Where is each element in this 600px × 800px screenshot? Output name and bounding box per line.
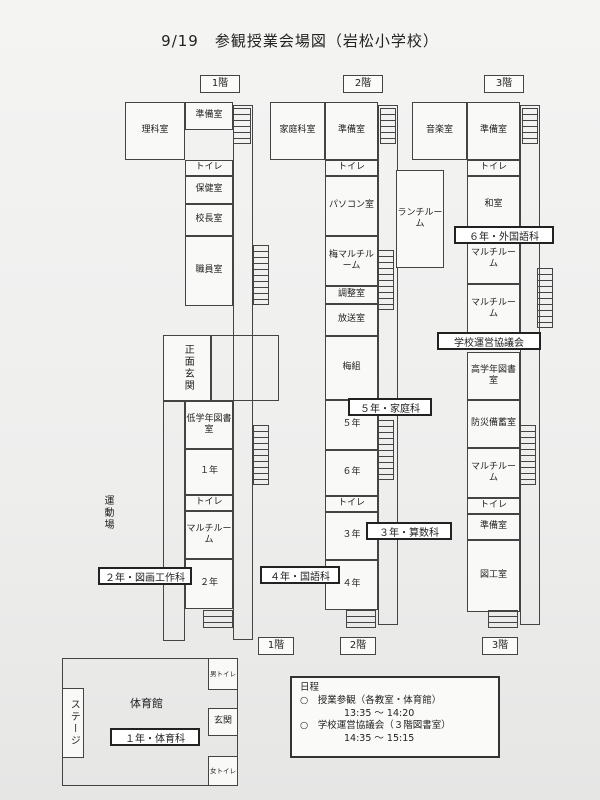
label-grade5-homeec: ５年・家庭科 <box>348 398 432 416</box>
f3-prep-room-2: 準備室 <box>467 514 520 540</box>
f2-ume-class: 梅組 <box>325 336 378 400</box>
f3-stairs-mid <box>520 425 536 485</box>
f1-staff-room: 職員室 <box>185 236 233 306</box>
f3-stairs-bottom <box>488 610 518 628</box>
f1-toilet-2: トイレ <box>185 495 233 511</box>
gym-entrance: 玄関 <box>208 708 238 736</box>
f1-grade1-room: １年 <box>185 449 233 495</box>
schedule-heading: 日程 <box>300 682 320 693</box>
f1-prep-room: 準備室 <box>185 102 233 130</box>
f2-broadcast-room: 放送室 <box>325 304 378 336</box>
floor-2-label-bottom: 2階 <box>340 637 376 655</box>
label-grade4-japanese: ４年・国語科 <box>260 566 340 584</box>
f1-entrance-corridor <box>211 335 279 401</box>
schedule-item-1: ○ 授業参観（各教室・体育館） <box>300 694 442 706</box>
floor-2-label-top: 2階 <box>343 75 383 93</box>
schedule-item-2: ○ 学校運営協議会（３階図書室） <box>300 720 451 732</box>
f3-multi-room-2: マルチルーム <box>467 284 520 334</box>
f1-science-room: 理科室 <box>125 102 185 160</box>
f3-multi-room-3: マルチルーム <box>467 448 520 498</box>
f2-corridor <box>378 105 398 625</box>
f1-main-entrance: 正面玄関 <box>163 335 211 401</box>
f3-stairs-top <box>522 108 538 144</box>
gym-stage: ステージ <box>62 688 84 758</box>
playground-label: 運動場 <box>102 495 113 531</box>
f3-toilet-1: トイレ <box>467 160 520 176</box>
floor-1-label-top: 1階 <box>200 75 240 93</box>
floor-3-label-top: 3階 <box>484 75 524 93</box>
schedule-time-2: 14:35 ～ 15:15 <box>344 733 415 745</box>
f3-music-room: 音楽室 <box>412 102 467 160</box>
gym-toilet-male: 男トイレ <box>208 658 238 690</box>
f1-west-corridor <box>163 401 185 641</box>
f3-art-room: 図工室 <box>467 540 520 612</box>
gym-name: 体育館 <box>130 697 163 710</box>
f1-principal-room: 校長室 <box>185 204 233 236</box>
label-school-council: 学校運営協議会 <box>437 332 541 350</box>
f1-corridor <box>233 105 253 640</box>
f1-lower-library: 低学年図書室 <box>185 401 233 449</box>
f3-japanese-room: 和室 <box>467 176 520 234</box>
f2-stairs-top <box>380 108 396 144</box>
f1-stairs-top <box>233 108 251 144</box>
lunch-room: ランチルーム <box>396 170 444 268</box>
f1-stairs-mid <box>253 425 269 485</box>
label-grade1-pe: １年・体育科 <box>110 728 200 746</box>
f3-disaster-storage: 防災備蓄室 <box>467 400 520 448</box>
f1-stairs-side <box>253 245 269 305</box>
f2-toilet-2: トイレ <box>325 496 378 512</box>
f2-toilet-1: トイレ <box>325 160 378 176</box>
label-grade6-english: ６年・外国語科 <box>454 226 554 244</box>
f1-health-room: 保健室 <box>185 176 233 204</box>
f2-prep-room: 準備室 <box>325 102 378 160</box>
f2-grade6-room: ６年 <box>325 450 378 496</box>
schedule-time-1: 13:35 ～ 14:20 <box>344 707 415 719</box>
f2-stairs-mid <box>378 420 394 480</box>
f1-grade2-room: ２年 <box>185 559 233 609</box>
f1-toilet-1: トイレ <box>185 160 233 176</box>
schedule-box: 日程 ○ 授業参観（各教室・体育館） 13:35 ～ 14:20 ○ 学校運営協… <box>290 676 500 758</box>
label-grade3-math: ３年・算数科 <box>366 522 452 540</box>
f2-stairs-side <box>378 250 394 310</box>
label-grade2-art: ２年・図画工作科 <box>98 567 192 585</box>
f3-stairs-side <box>537 268 553 328</box>
f3-prep-room: 準備室 <box>467 102 520 160</box>
f2-adjust-room: 調整室 <box>325 286 378 304</box>
floor-3-label-bottom: 3階 <box>482 637 518 655</box>
f2-computer-room: パソコン室 <box>325 176 378 236</box>
f2-stairs-bottom <box>346 610 376 628</box>
page-title: 9/19 参観授業会場図（岩松小学校） <box>161 32 439 50</box>
f2-ume-multi-room: 梅マルチルーム <box>325 236 378 286</box>
floor-1-label-bottom: 1階 <box>258 637 294 655</box>
gym-toilet-female: 女トイレ <box>208 756 238 786</box>
f3-corridor <box>520 105 540 625</box>
f1-multi-room: マルチルーム <box>185 511 233 559</box>
f3-toilet-2: トイレ <box>467 498 520 514</box>
f2-homeec-room: 家庭科室 <box>270 102 325 160</box>
f1-stairs-bottom <box>203 610 233 628</box>
f3-upper-library: 高学年図書室 <box>467 352 520 400</box>
